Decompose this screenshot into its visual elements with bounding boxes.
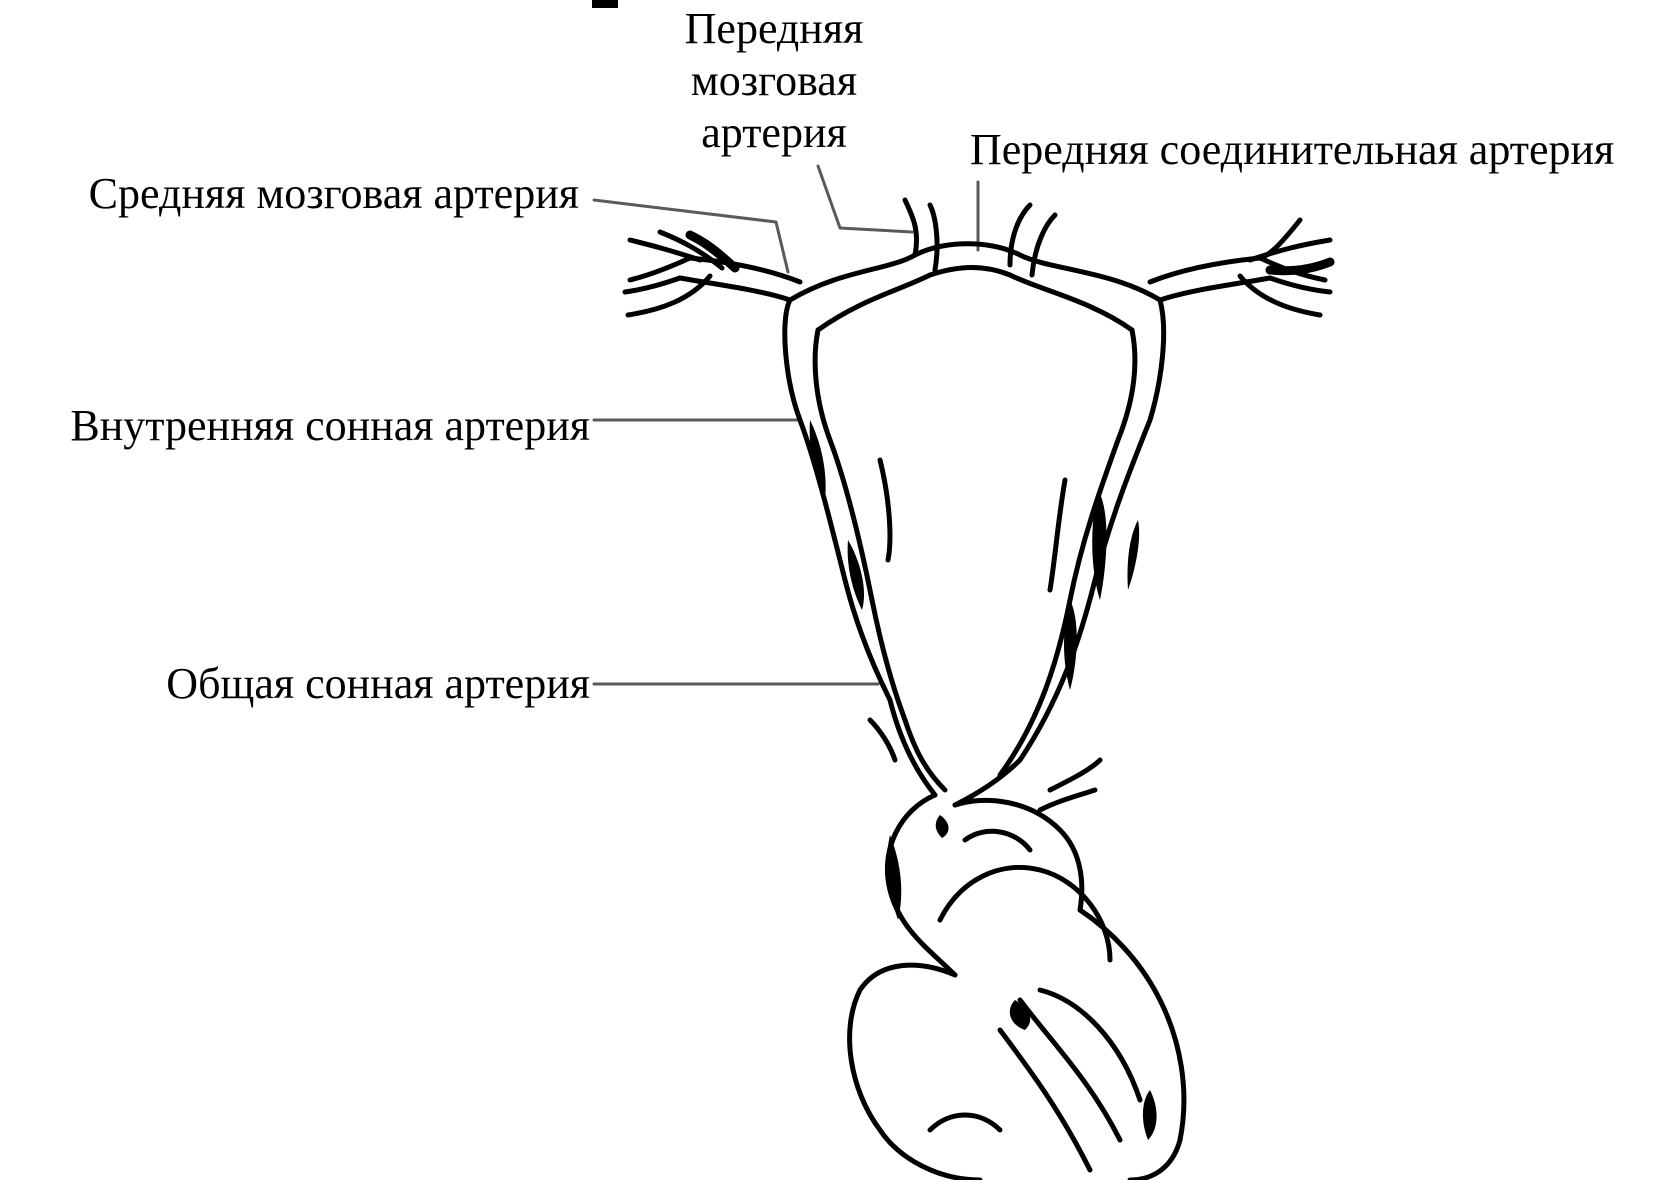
leader-aca	[818, 166, 912, 232]
heart-drawing	[850, 795, 1184, 1180]
label-aca-line-1: Передняя	[664, 3, 884, 55]
label-anterior-communicating-artery: Передняя соединительная артерия	[970, 124, 1614, 176]
label-anterior-cerebral-artery: Передняя мозговая артерия	[664, 3, 884, 159]
label-aca-line-2: мозговая	[664, 55, 884, 107]
label-common-carotid-artery: Общая сонная артерия	[166, 658, 590, 710]
label-middle-cerebral-artery: Средняя мозговая артерия	[89, 168, 579, 220]
internal-carotid-arteries	[785, 300, 1164, 775]
title-fragment-text	[552, 0, 622, 2]
label-aca-line-3: артерия	[664, 107, 884, 159]
label-internal-carotid-artery: Внутренняя сонная артерия	[70, 400, 590, 452]
